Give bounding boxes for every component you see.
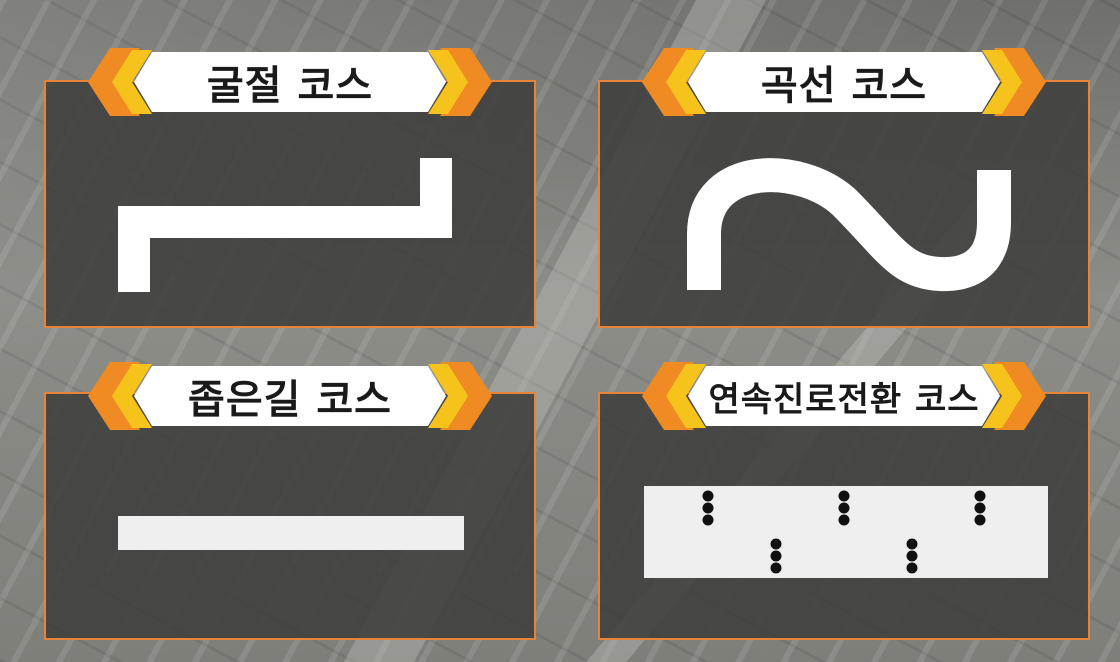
- cone-marker: [838, 514, 850, 526]
- curve-course-diagram: [687, 158, 1011, 291]
- cone-marker: [974, 502, 986, 514]
- cone-marker: [974, 490, 986, 502]
- cone-marker: [702, 502, 714, 514]
- course-title: 좁은길 코스: [188, 377, 392, 423]
- cone-marker: [770, 538, 782, 550]
- narrow-course-diagram: [118, 516, 464, 550]
- banner-shape: [642, 48, 1046, 116]
- banner-shape: [88, 362, 492, 430]
- cone-marker: [838, 490, 850, 502]
- cone-marker: [702, 490, 714, 502]
- banner-shape: [642, 362, 1046, 430]
- cone-marker: [770, 562, 782, 574]
- banner-shape: [88, 48, 492, 116]
- course-title: 곡선 코스: [760, 63, 928, 109]
- cone-marker: [702, 514, 714, 526]
- course-title-banner: 연속진로전환 코스: [642, 362, 1046, 430]
- cone-marker: [906, 538, 918, 550]
- course-title: 굴절 코스: [206, 63, 374, 109]
- right-angle-course-diagram: [118, 158, 452, 292]
- course-panel-right-angle: [44, 80, 536, 328]
- cone-marker: [906, 550, 918, 562]
- course-title-banner: 곡선 코스: [642, 48, 1046, 116]
- lane-change-course-diagram: [644, 486, 1048, 578]
- course-panel-lane-change: [598, 392, 1090, 640]
- cone-marker: [974, 514, 986, 526]
- cone-marker: [906, 562, 918, 574]
- cone-markers: [702, 490, 986, 574]
- course-title-banner: 굴절 코스: [88, 48, 492, 116]
- course-title: 연속진로전환 코스: [708, 379, 980, 420]
- course-title-banner: 좁은길 코스: [88, 362, 492, 430]
- cone-marker: [838, 502, 850, 514]
- cone-marker: [770, 550, 782, 562]
- course-panel-curve: [598, 80, 1090, 328]
